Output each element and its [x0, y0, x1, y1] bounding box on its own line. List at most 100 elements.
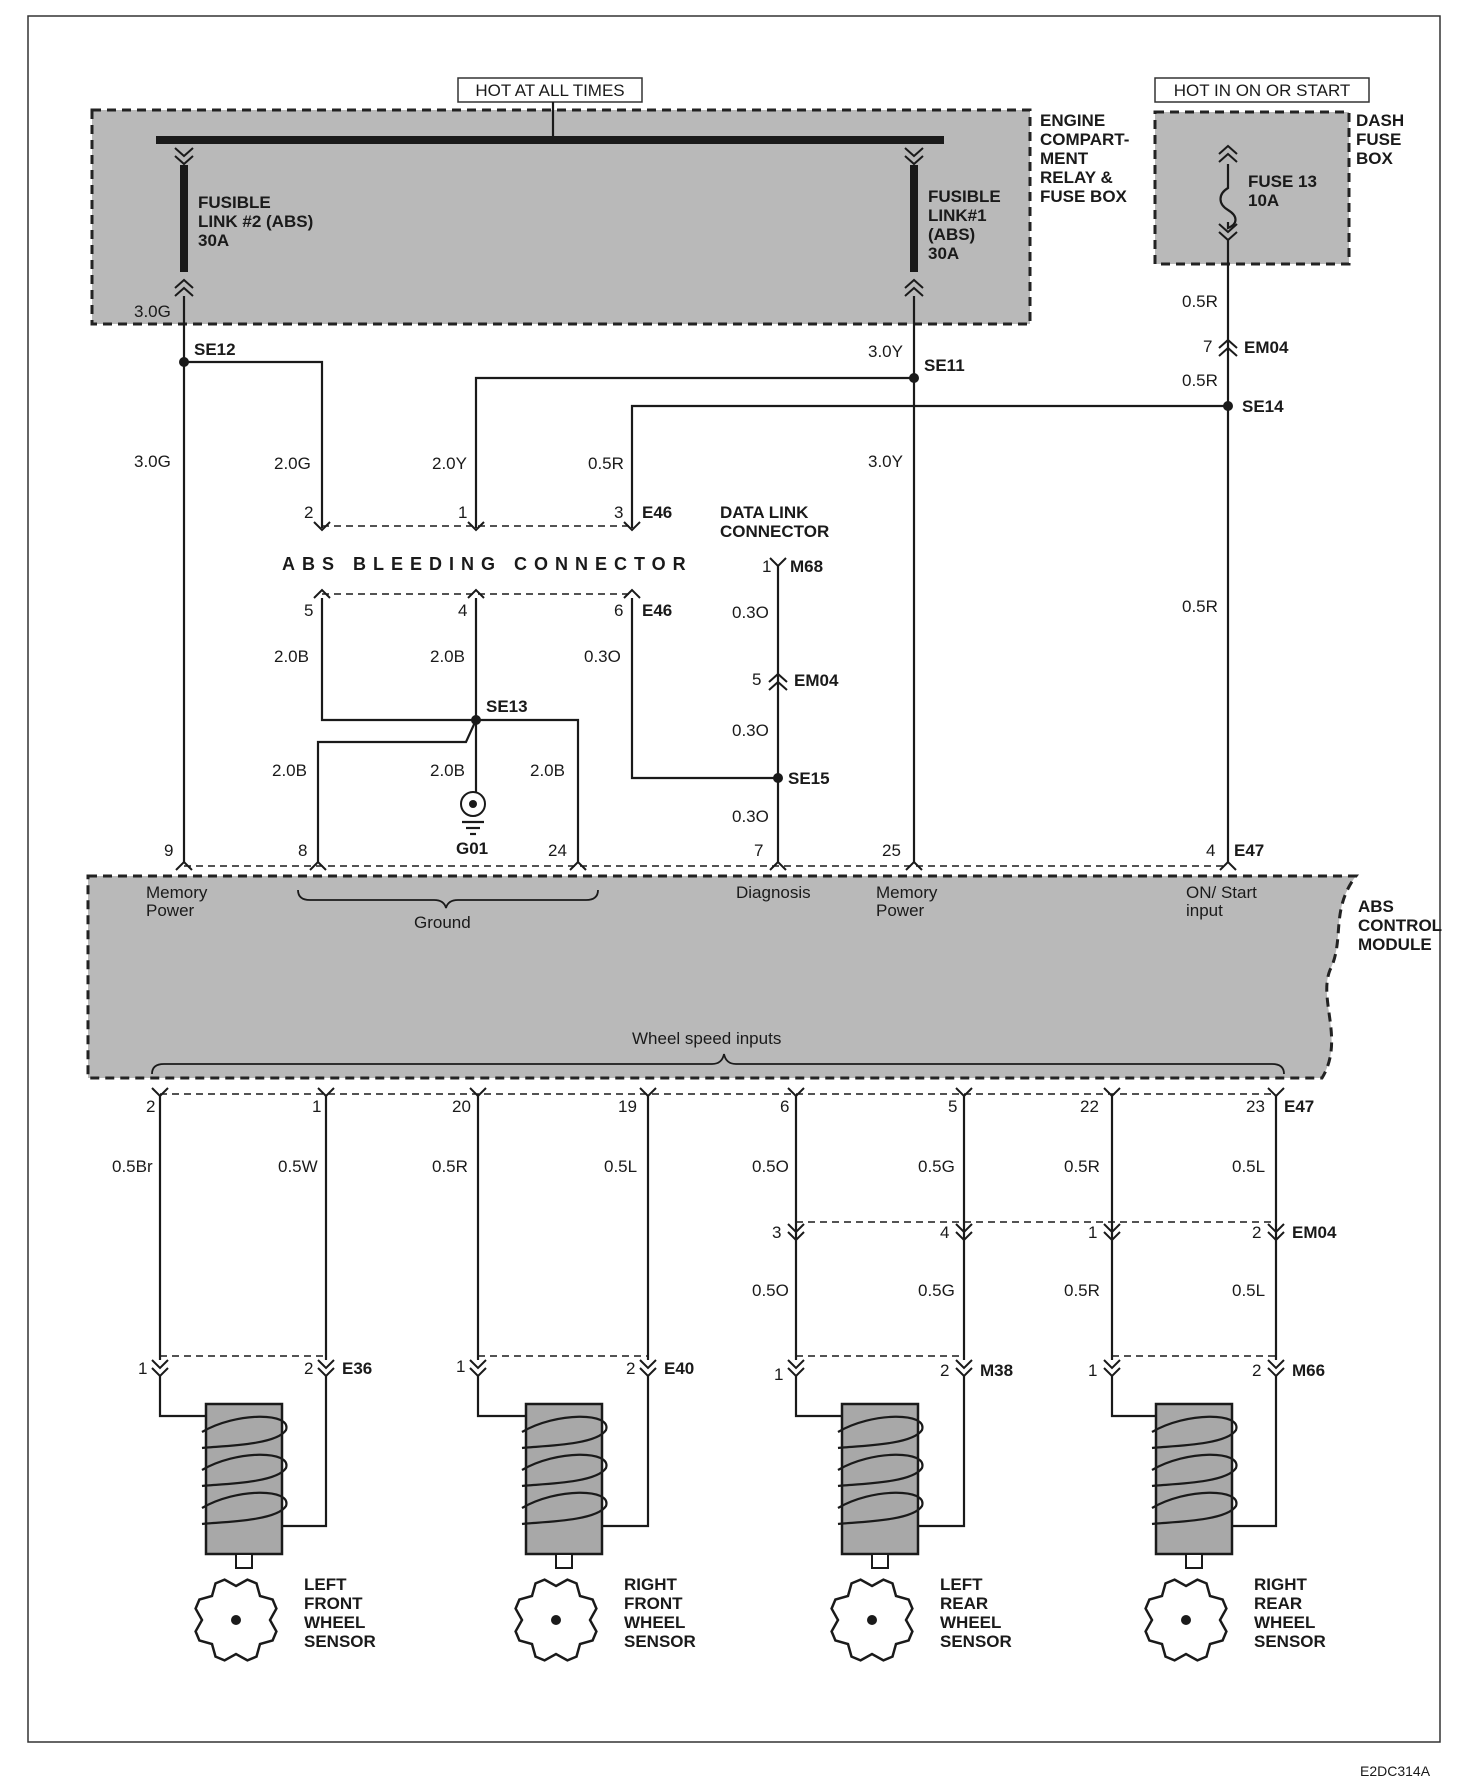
mb-pin-22: 22 — [1080, 1097, 1099, 1116]
wire-s6b: 0.5G — [918, 1281, 955, 1300]
abs-bleeding-connector-bottom — [313, 588, 641, 599]
fusible-link-1 — [904, 147, 924, 297]
wire-20b-24: 2.0B — [530, 761, 565, 780]
sensor-wires — [158, 1096, 1278, 1360]
module-pin-8: 8 — [298, 841, 307, 860]
fusible-link-1-label: FUSIBLE LINK#1 (ABS) 30A — [928, 187, 1005, 263]
wire-20b-g: 2.0B — [430, 761, 465, 780]
diagnosis-label: Diagnosis — [736, 883, 811, 902]
wire-05r-top: 0.5R — [588, 454, 624, 473]
em04-pin-7: 7 — [1203, 337, 1212, 356]
ground-g01-label: G01 — [456, 839, 488, 858]
hot-in-on-box — [1154, 77, 1370, 103]
wire-s2: 0.5W — [278, 1157, 318, 1176]
wire-30g-b: 3.0G — [134, 452, 171, 471]
m66-label: M66 — [1292, 1361, 1325, 1380]
e40-pin-1: 1 — [456, 1357, 465, 1376]
wire-s7: 0.5R — [1064, 1157, 1100, 1176]
abs-pin-2: 2 — [304, 503, 313, 522]
abs-pin-6: 6 — [614, 601, 623, 620]
mb-pin-19: 19 — [618, 1097, 637, 1116]
e47-top-label: E47 — [1234, 841, 1264, 860]
module-bottom-pins — [151, 1087, 1285, 1098]
e40-label: E40 — [664, 1359, 694, 1378]
wire-03o-6: 0.3O — [584, 647, 621, 666]
splice-se15 — [773, 773, 783, 783]
wire-30y-a: 3.0Y — [868, 342, 903, 361]
fusible-link-2 — [174, 147, 194, 297]
e46-bottom-label: E46 — [642, 601, 672, 620]
m68-label: M68 — [790, 557, 823, 576]
engine-box-label: ENGINE COMPART- MENT RELAY & FUSE BOX — [1040, 111, 1134, 206]
em04-bottom-pins — [787, 1223, 1285, 1242]
module-pin-4: 4 — [1206, 841, 1215, 860]
m66-pin-2: 2 — [1252, 1361, 1261, 1380]
dlc-label: DATA LINK CONNECTOR — [720, 503, 829, 541]
e36-pin-1: 1 — [138, 1359, 147, 1378]
wire-s8b: 0.5L — [1232, 1281, 1265, 1300]
abs-pin-5: 5 — [304, 601, 313, 620]
hot-in-on-or-start: HOT IN ON OR START — [1174, 81, 1351, 100]
abs-pin-1: 1 — [458, 503, 467, 522]
wire-s3: 0.5R — [432, 1157, 468, 1176]
fuse-13-label: FUSE 13 10A — [1248, 172, 1322, 210]
engine-fuse-box — [90, 108, 1032, 326]
wire-20b-8: 2.0B — [272, 761, 307, 780]
module-pin-7: 7 — [754, 841, 763, 860]
splice-se14-label: SE14 — [1242, 397, 1284, 416]
wire-20b-4: 2.0B — [430, 647, 465, 666]
mb-pin-1: 1 — [312, 1097, 321, 1116]
wire-20y: 2.0Y — [432, 454, 467, 473]
em04b-pin-3: 3 — [772, 1223, 781, 1242]
module-top-pins — [175, 860, 1237, 871]
memory-power-1: Memory Power — [146, 883, 212, 920]
abs-pin-4: 4 — [458, 601, 467, 620]
em04-top-label: EM04 — [1244, 338, 1289, 357]
memory-power-2: Memory Power — [876, 883, 942, 920]
m38-pin-1: 1 — [774, 1365, 783, 1384]
em04-pin-5: 5 — [752, 670, 761, 689]
wire-03o-m1: 0.3O — [732, 603, 769, 622]
wire-s8: 0.5L — [1232, 1157, 1265, 1176]
wire-20b-5: 2.0B — [274, 647, 309, 666]
wire-30y-b: 3.0Y — [868, 452, 903, 471]
dash-box-label: DASH FUSE BOX — [1356, 111, 1409, 168]
mb-pin-20: 20 — [452, 1097, 471, 1116]
hot-at-all-times: HOT AT ALL TIMES — [475, 81, 624, 100]
module-pin-24: 24 — [548, 841, 567, 860]
wire-03o-m3: 0.3O — [732, 807, 769, 826]
abs-pin-3: 3 — [614, 503, 623, 522]
footer-code: E2DC314A — [1360, 1763, 1431, 1779]
wire-s5: 0.5O — [752, 1157, 789, 1176]
hot-at-all-times-box — [457, 77, 643, 103]
splice-se15-label: SE15 — [788, 769, 830, 788]
dash-fuse-box — [1153, 110, 1351, 266]
wheel-speed-inputs: Wheel speed inputs — [632, 1029, 781, 1048]
abs-module-title: ABS CONTROL MODULE — [1358, 897, 1446, 954]
wire-s5b: 0.5O — [752, 1281, 789, 1300]
wire-05r-f1: 0.5R — [1182, 292, 1218, 311]
abs-bleeding-connector-top — [313, 521, 641, 532]
e36-label: E36 — [342, 1359, 372, 1378]
wire-s1: 0.5Br — [112, 1157, 153, 1176]
m68-pin: 1 — [762, 557, 771, 576]
module-pin-9: 9 — [164, 841, 173, 860]
e47-bottom-label: E47 — [1284, 1097, 1314, 1116]
em04-mid-label: EM04 — [794, 671, 839, 690]
splice-se11-label: SE11 — [924, 356, 965, 375]
wire-05r-f3: 0.5R — [1182, 597, 1218, 616]
abs-bleeding-title: ABS BLEEDING CONNECTOR — [282, 554, 693, 574]
wire-s6: 0.5G — [918, 1157, 955, 1176]
wire-03o-m2: 0.3O — [732, 721, 769, 740]
em04-bottom-label: EM04 — [1292, 1223, 1337, 1242]
mb-pin-23: 23 — [1246, 1097, 1265, 1116]
em04b-pin-4: 4 — [940, 1223, 949, 1242]
splice-se12-label: SE12 — [194, 340, 236, 359]
